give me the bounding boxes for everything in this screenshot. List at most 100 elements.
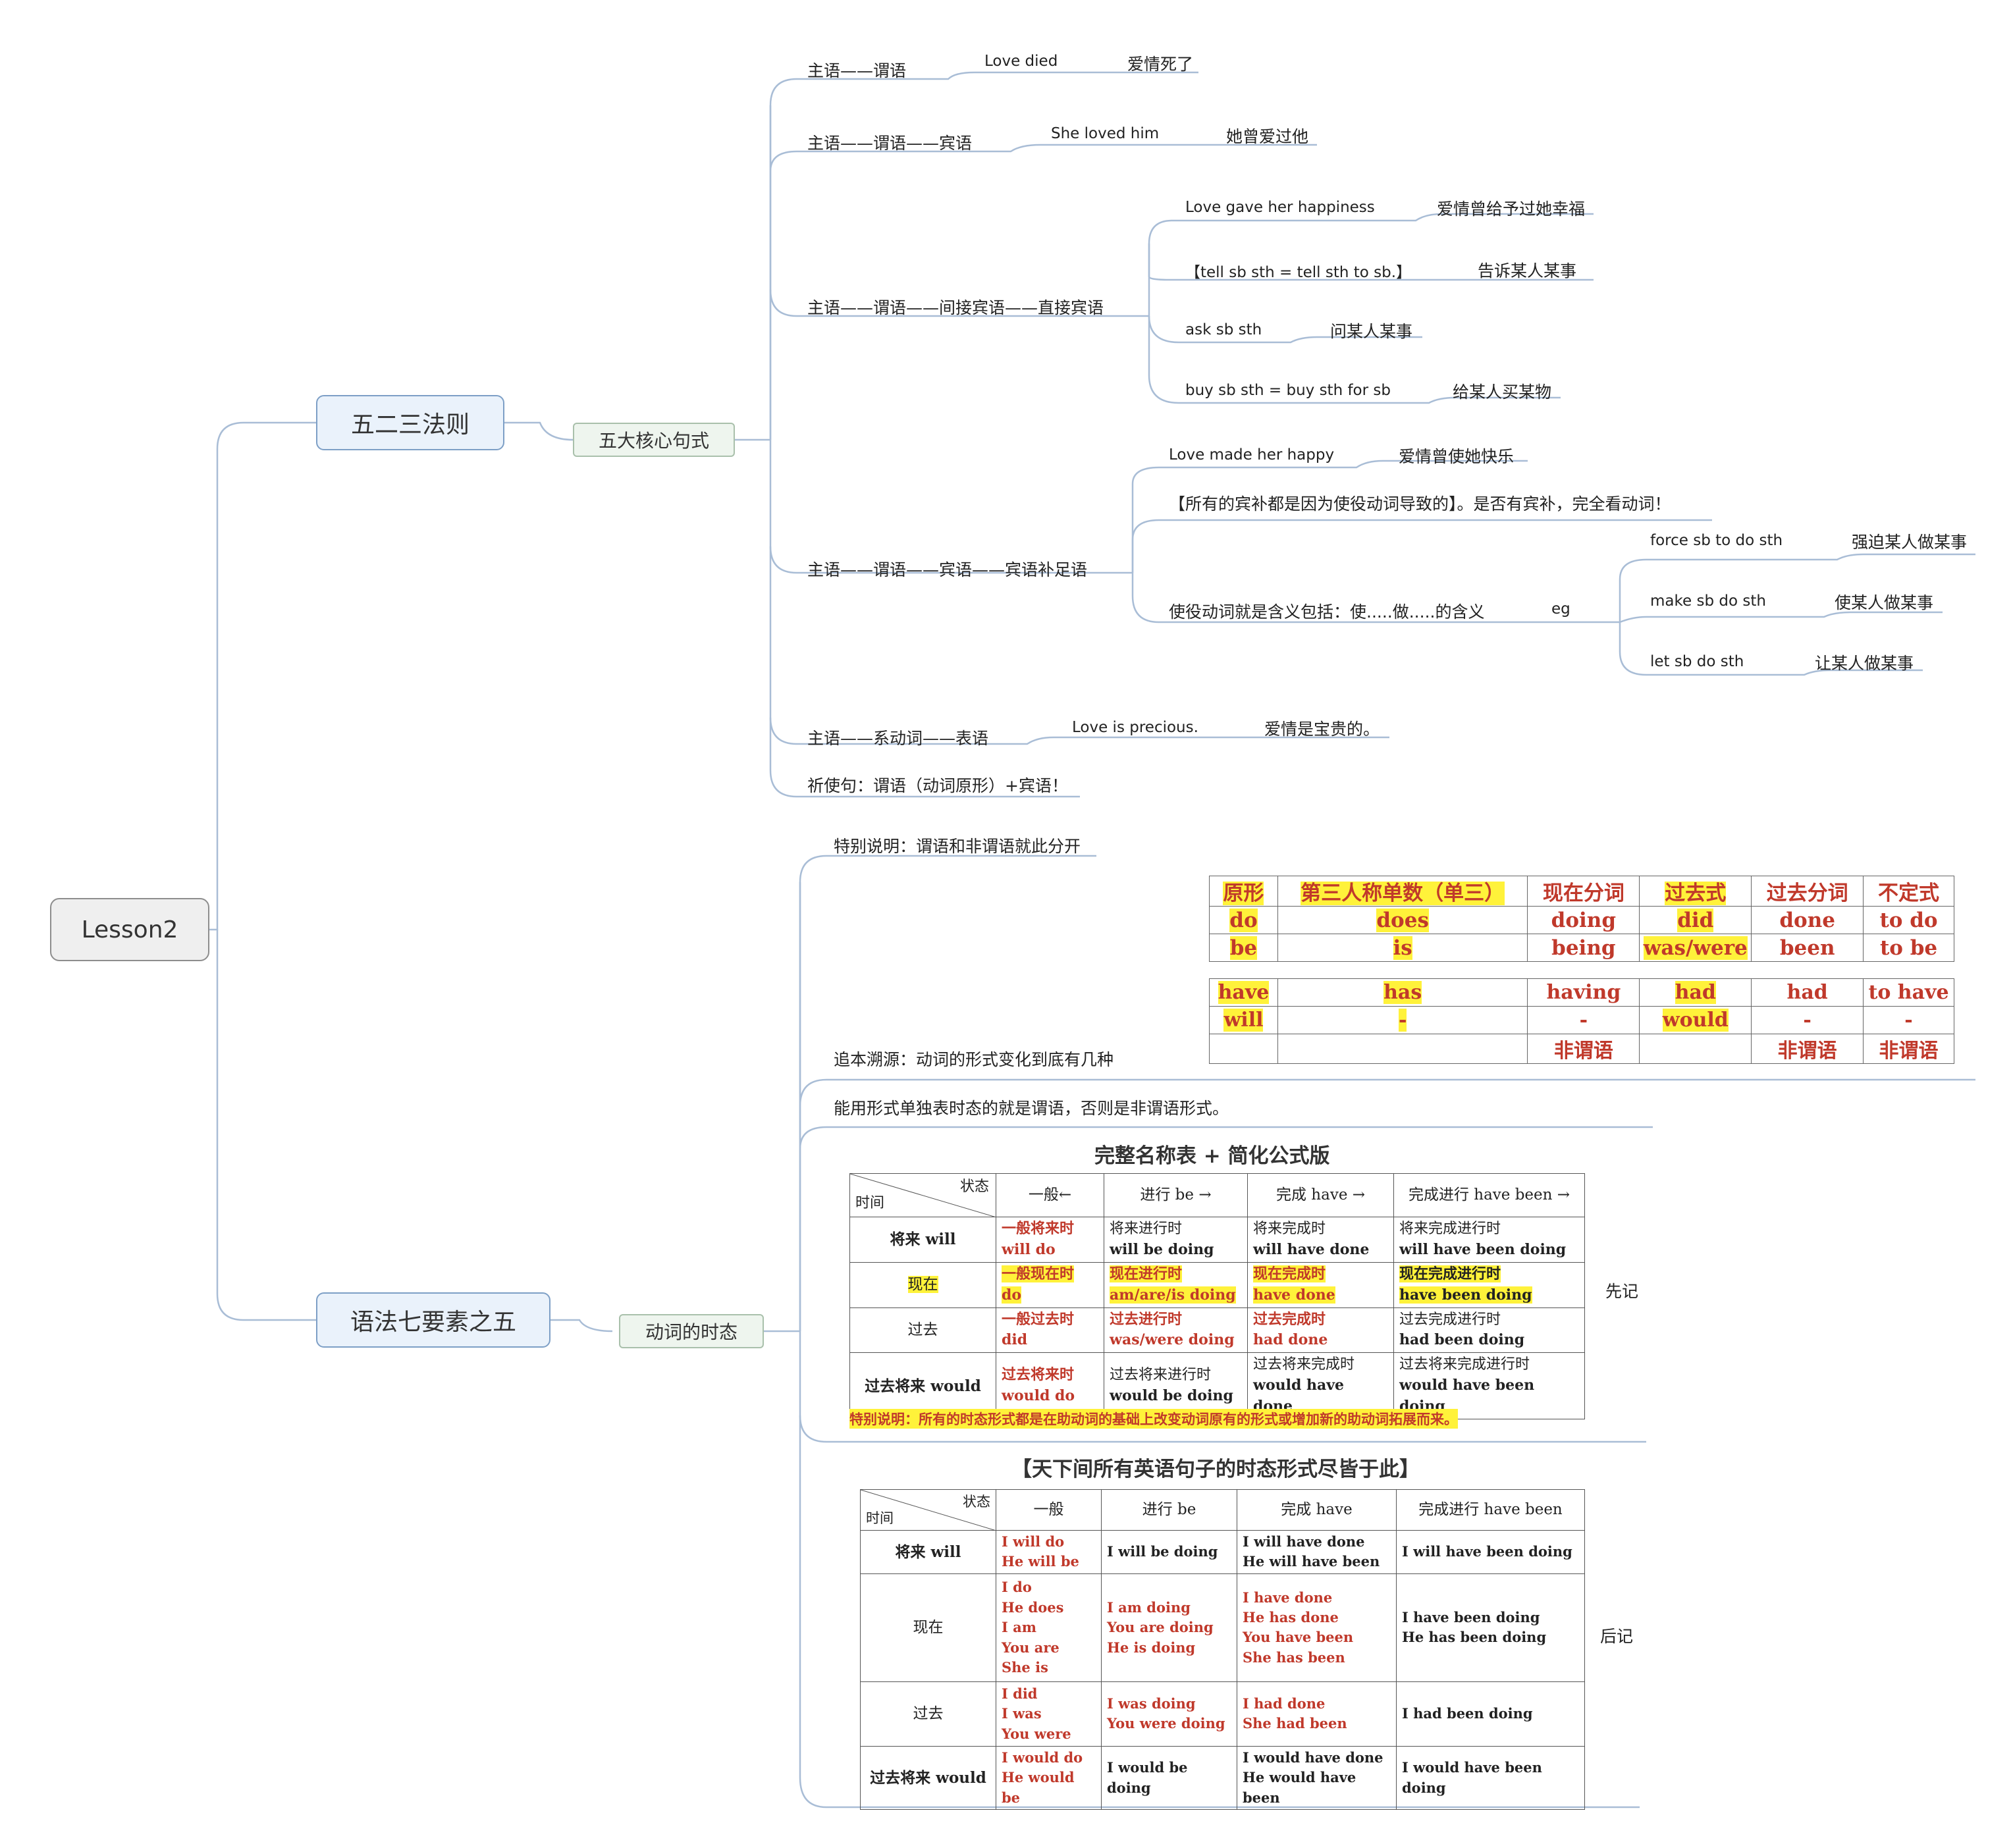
corner-diagonal bbox=[850, 1174, 996, 1217]
note-later[interactable]: 后记 bbox=[1600, 1627, 1634, 1646]
tense-table-1: 状态 时间 一般← 进行 be → 完成 have → 完成进行 have be… bbox=[849, 1173, 1585, 1420]
tense-cell: I will have been doing bbox=[1396, 1530, 1585, 1574]
pattern-3-item-4-en[interactable]: buy sb sth = buy sth for sb bbox=[1185, 382, 1391, 399]
pattern-2-example-zh[interactable]: 她曾爱过他 bbox=[1226, 127, 1309, 146]
causative-example-3-en[interactable]: let sb do sth bbox=[1650, 653, 1744, 670]
pattern-3-item-1-zh[interactable]: 爱情曾给予过她幸福 bbox=[1437, 199, 1586, 219]
pattern-3-item-2-en[interactable]: 【tell sb sth = tell sth to sb.】 bbox=[1185, 264, 1412, 281]
verb-forms-row: do does doing did done to do bbox=[1209, 906, 1954, 934]
vf-cell: was/were bbox=[1639, 934, 1752, 962]
subtopic-five-core-patterns[interactable]: 五大核心句式 bbox=[573, 423, 735, 457]
causative-example-1-zh[interactable]: 强迫某人做某事 bbox=[1852, 533, 1968, 552]
vf-header-cell: 过去分词 bbox=[1751, 876, 1864, 907]
corner-diagonal bbox=[861, 1490, 996, 1531]
row-label: 过去 bbox=[849, 1307, 996, 1354]
vf-cell: does bbox=[1277, 906, 1528, 934]
vf-header-cell: 现在分词 bbox=[1527, 876, 1640, 907]
pattern-4-item-1-zh[interactable]: 爱情曾使她快乐 bbox=[1399, 447, 1515, 466]
pattern-1-label[interactable]: 主语——谓语 bbox=[807, 61, 907, 80]
causative-example-2-en[interactable]: make sb do sth bbox=[1650, 593, 1766, 610]
pattern-4-complement-note[interactable]: 【所有的宾补都是因为使役动词导致的】。是否有宾补，完全看动词！ bbox=[1169, 494, 1671, 514]
pattern-3-item-2-zh[interactable]: 告诉某人某事 bbox=[1478, 261, 1577, 280]
vf-cell: had bbox=[1639, 978, 1752, 1007]
vf-header-cell: 不定式 bbox=[1863, 876, 1954, 907]
pattern-2-label[interactable]: 主语——谓语——宾语 bbox=[807, 134, 973, 153]
pattern-5-example-en[interactable]: Love is precious. bbox=[1072, 719, 1198, 736]
vf-cell: being bbox=[1527, 934, 1640, 962]
pattern-4-item-1-en[interactable]: Love made her happy bbox=[1169, 446, 1335, 463]
pattern-1-example-zh[interactable]: 爱情死了 bbox=[1127, 55, 1194, 74]
causative-example-1-en[interactable]: force sb to do sth bbox=[1650, 532, 1783, 549]
row-label: 现在 bbox=[849, 1261, 996, 1308]
vf-header-cell: 原形 bbox=[1209, 876, 1278, 907]
pattern-3-item-3-en[interactable]: ask sb sth bbox=[1185, 321, 1262, 338]
pattern-3-item-3-zh[interactable]: 问某人某事 bbox=[1330, 322, 1413, 341]
corner-cell: 状态 时间 bbox=[849, 1173, 996, 1217]
vf-cell: is bbox=[1277, 934, 1528, 962]
vf-cell: will bbox=[1209, 1006, 1278, 1034]
row-label: 现在 bbox=[860, 1573, 996, 1682]
col-header: 完成进行 have been bbox=[1396, 1489, 1585, 1531]
vf-header-cell: 第三人称单数（单三） bbox=[1277, 876, 1528, 907]
pattern-4-eg-label[interactable]: eg bbox=[1551, 600, 1570, 618]
note-origin[interactable]: 追本溯源：动词的形式变化到底有几种 bbox=[834, 1050, 1114, 1069]
note-first[interactable]: 先记 bbox=[1605, 1282, 1639, 1301]
causative-example-3-zh[interactable]: 让某人做某事 bbox=[1815, 654, 1914, 673]
root-node[interactable]: Lesson2 bbox=[50, 898, 209, 961]
pattern-3-label[interactable]: 主语——谓语——间接宾语——直接宾语 bbox=[807, 298, 1104, 317]
tense-table-1-title: 完整名称表 + 简化公式版 bbox=[1094, 1144, 1330, 1168]
pattern-4-causative-note[interactable]: 使役动词就是含义包括：使.....做.....的含义 bbox=[1169, 602, 1485, 621]
pattern-2-example-en[interactable]: She loved him bbox=[1051, 125, 1160, 142]
pattern-5-example-zh[interactable]: 爱情是宝贵的。 bbox=[1264, 720, 1380, 739]
corner-state-label: 状态 bbox=[959, 1178, 989, 1195]
vf-cell: do bbox=[1209, 906, 1278, 934]
vf-cell bbox=[1209, 1034, 1278, 1064]
pattern-3-item-4-zh[interactable]: 给某人买某物 bbox=[1453, 383, 1552, 402]
row-label: 将来 will bbox=[849, 1217, 996, 1263]
vf-cell: - bbox=[1277, 1006, 1528, 1034]
pattern-6-imperative[interactable]: 祈使句：谓语（动词原形）+宾语！ bbox=[807, 776, 1068, 795]
vf-cell: 非谓语 bbox=[1527, 1034, 1640, 1064]
col-header: 一般← bbox=[996, 1173, 1104, 1217]
vf-cell: to be bbox=[1863, 934, 1954, 962]
vf-cell bbox=[1639, 1034, 1752, 1064]
subtopic-verb-tenses[interactable]: 动词的时态 bbox=[619, 1314, 764, 1348]
note-special[interactable]: 特别说明：谓语和非谓语就此分开 bbox=[834, 837, 1081, 856]
tense-cell: I would have been doing bbox=[1396, 1745, 1585, 1810]
main-topic-grammar-elements[interactable]: 语法七要素之五 bbox=[316, 1292, 550, 1348]
pattern-4-label[interactable]: 主语——谓语——宾语——宾语补足语 bbox=[807, 560, 1088, 579]
vf-cell: to have bbox=[1863, 978, 1954, 1007]
pattern-1-example-en[interactable]: Love died bbox=[984, 53, 1058, 70]
col-header: 完成 have bbox=[1237, 1489, 1397, 1531]
vf-cell: 非谓语 bbox=[1751, 1034, 1864, 1064]
vf-cell: - bbox=[1863, 1006, 1954, 1034]
corner-time-label: 时间 bbox=[866, 1510, 894, 1526]
causative-example-2-zh[interactable]: 使某人做某事 bbox=[1835, 593, 1934, 612]
pattern-5-label[interactable]: 主语——系动词——表语 bbox=[807, 729, 989, 748]
pattern-3-item-1-en[interactable]: Love gave her happiness bbox=[1185, 199, 1375, 216]
tense-cell: I would be doing bbox=[1101, 1745, 1237, 1810]
vf-cell: - bbox=[1751, 1006, 1864, 1034]
main-topic-five-two-three[interactable]: 五二三法则 bbox=[316, 395, 504, 450]
col-header: 完成进行 have been → bbox=[1393, 1173, 1585, 1217]
note-rule[interactable]: 能用形式单独表时态的就是谓语，否则是非谓语形式。 bbox=[834, 1099, 1229, 1118]
